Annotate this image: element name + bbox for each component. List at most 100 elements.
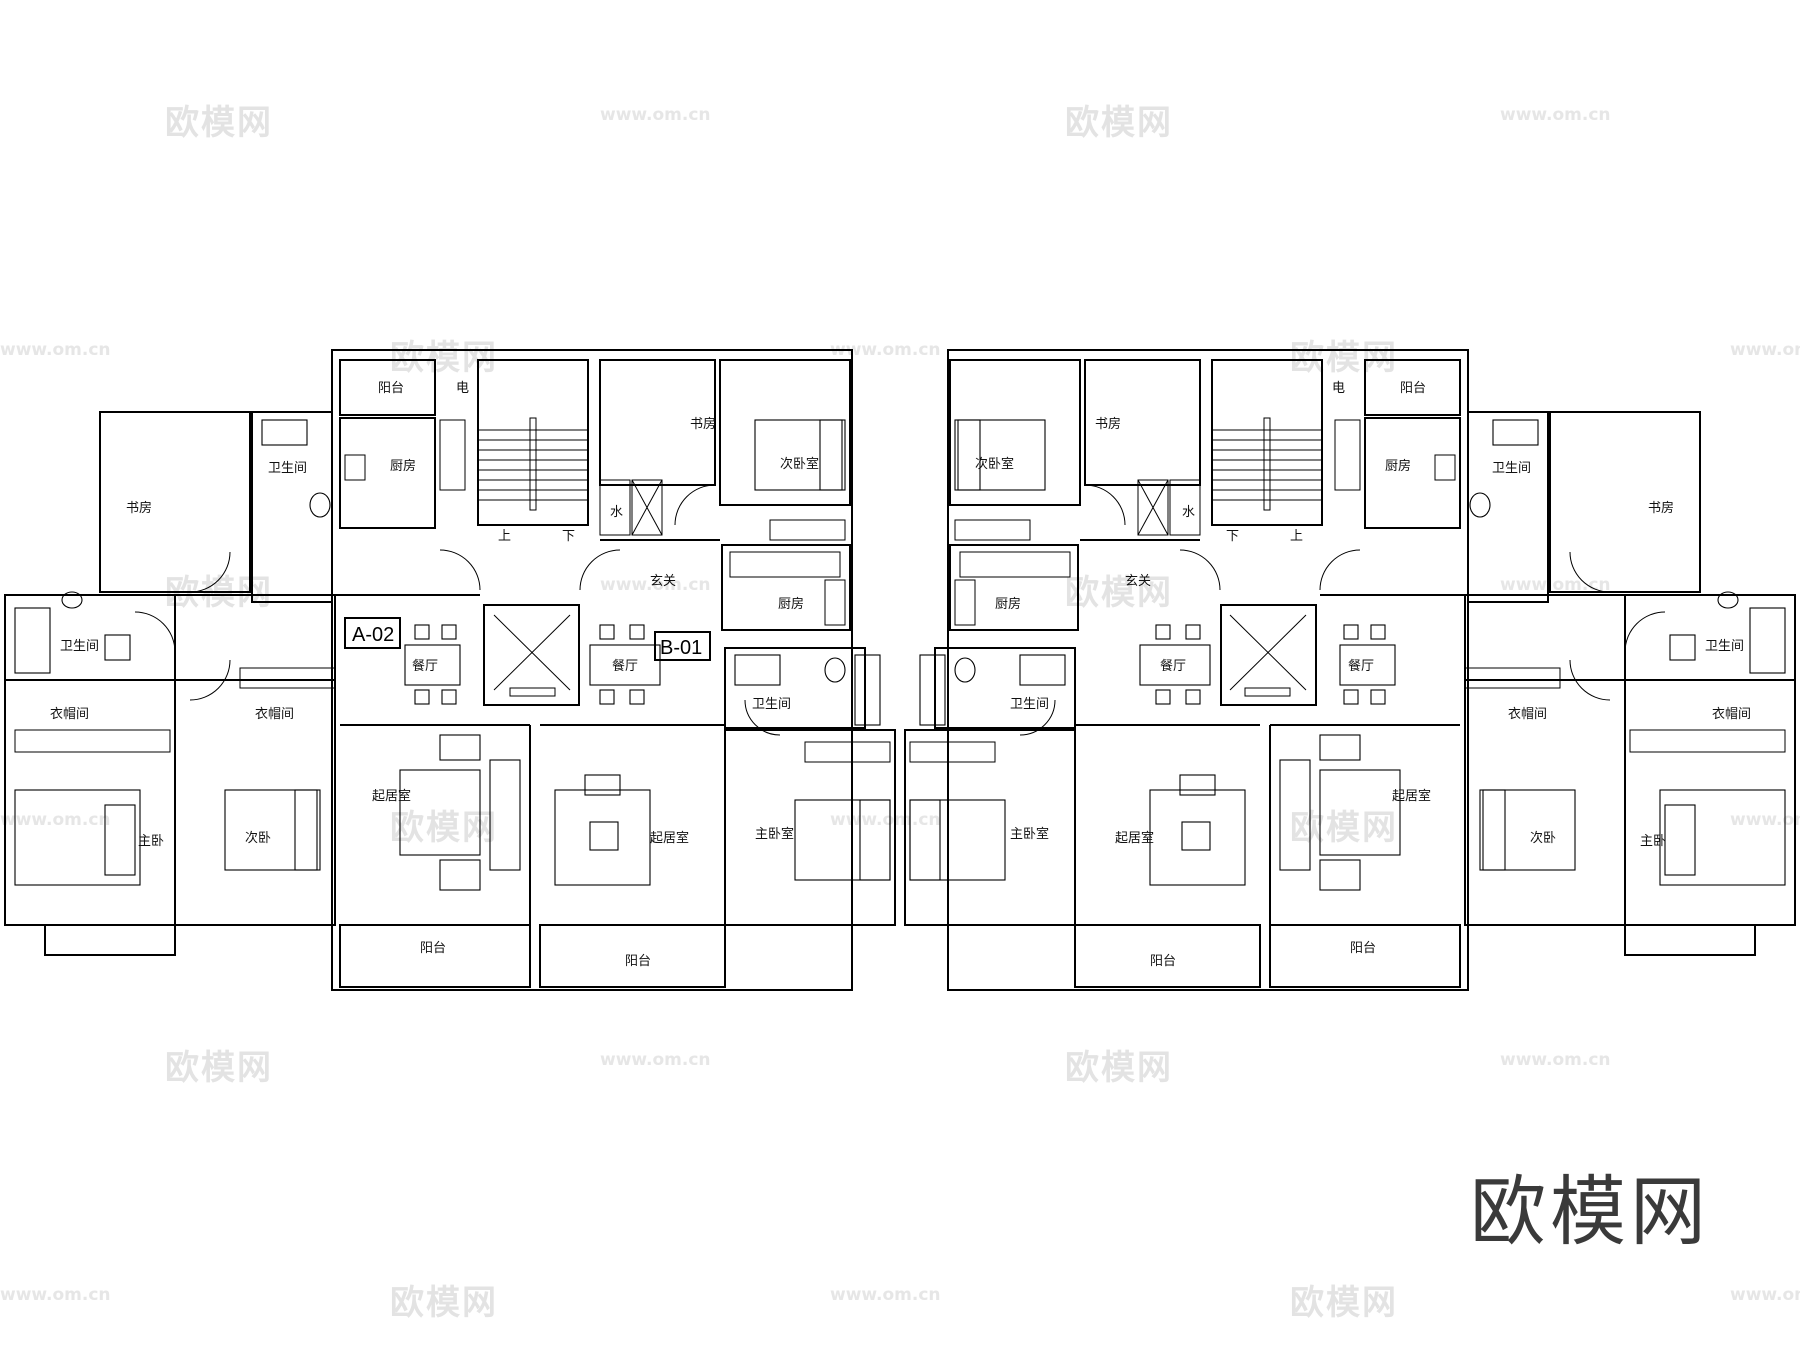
label-bathroom: 卫生间 [752, 697, 791, 712]
label-master-bedroom: 主卧室 [755, 826, 794, 842]
left-master-b [724, 729, 896, 926]
watermark-brand: 欧模网 [1290, 808, 1398, 848]
left-stair [477, 359, 589, 526]
watermark-brand: 欧模网 [1065, 103, 1173, 143]
label-master: 主卧 [1640, 834, 1666, 849]
unit-tag-a02: A-02 [352, 624, 394, 646]
watermark-url: www.om.cn [0, 1285, 111, 1305]
label-kitchen: 厨房 [1385, 458, 1411, 474]
label-balcony: 阳台 [625, 954, 651, 969]
label-balcony: 阳台 [1350, 941, 1376, 956]
label-balcony: 阳台 [420, 941, 446, 956]
label-up: 上 [1290, 529, 1303, 544]
label-kitchen: 厨房 [995, 596, 1021, 612]
left-core-outline [331, 349, 853, 991]
left-dining-tables [404, 624, 661, 705]
left-study-room [99, 411, 251, 593]
label-second-bedroom: 次卧 [245, 830, 271, 846]
label-bathroom: 卫生间 [268, 461, 307, 476]
unit-tag-box-b01 [654, 631, 711, 661]
label-cloakroom: 衣帽间 [1508, 706, 1547, 722]
label-study: 书房 [1095, 416, 1121, 432]
label-bathroom: 卫生间 [1010, 697, 1049, 712]
watermark-brand: 欧模网 [165, 103, 273, 143]
watermark-brand: 欧模网 [390, 1283, 498, 1323]
label-foyer: 玄关 [1125, 574, 1151, 589]
watermark-url: www.om.cn [1500, 1050, 1611, 1070]
watermark-brand: 欧模网 [1290, 338, 1398, 378]
left-study-b [599, 359, 716, 486]
watermark-brand: 欧模网 [1065, 573, 1173, 613]
label-foyer: 玄关 [650, 574, 676, 589]
watermark-url: www.om.cn [1730, 1285, 1800, 1305]
label-living: 起居室 [1115, 830, 1154, 846]
label-down: 下 [562, 529, 575, 544]
left-stair-treads [478, 417, 588, 511]
brand-logo: 欧模网 [1470, 1167, 1710, 1256]
left-balcony-1 [339, 924, 531, 988]
label-second-bedroom: 次卧 [1530, 830, 1556, 846]
left-water-shaft [599, 479, 631, 536]
left-kitchen-a [339, 417, 436, 529]
left-building-half [4, 349, 896, 991]
left-door-swings [134, 484, 781, 736]
label-bathroom: 卫生间 [1705, 639, 1744, 654]
unit-tag-box-a02 [344, 617, 401, 649]
label-water: 水 [1182, 505, 1195, 520]
label-master: 主卧 [138, 834, 164, 849]
label-kitchen: 厨房 [778, 596, 804, 612]
label-electric: 电 [456, 381, 469, 396]
watermark-brand: 欧模网 [1065, 1048, 1173, 1088]
watermark-url: www.om.cn [1500, 105, 1611, 125]
left-bath-a [251, 411, 333, 603]
watermark-url: www.om.cn [600, 1050, 711, 1070]
label-bathroom: 卫生间 [1492, 461, 1531, 476]
left-wardrobe-icons [14, 519, 891, 763]
label-cloakroom: 衣帽间 [50, 706, 89, 722]
label-cloakroom: 衣帽间 [255, 706, 294, 722]
watermark-url: www.om.cn [1500, 575, 1611, 595]
left-bath-b [724, 647, 866, 729]
watermark-url: www.om.cn [600, 105, 711, 125]
label-balcony: 阳台 [1400, 381, 1426, 396]
watermark-url: www.om.cn [600, 575, 711, 595]
label-second-bedroom-room: 次卧室 [975, 456, 1014, 472]
left-kitchen-counters [344, 419, 846, 626]
watermark-url: www.om.cn [1730, 340, 1800, 360]
watermark-url: www.om.cn [1730, 810, 1800, 830]
watermark-url: www.om.cn [830, 340, 941, 360]
label-living: 起居室 [1392, 788, 1431, 804]
label-cloakroom: 衣帽间 [1712, 706, 1751, 722]
watermark-url: www.om.cn [0, 810, 111, 830]
label-living: 起居室 [650, 830, 689, 846]
watermark-url: www.om.cn [830, 1285, 941, 1305]
label-kitchen: 厨房 [390, 458, 416, 474]
label-water: 水 [610, 505, 623, 520]
label-second-bedroom-room: 次卧室 [780, 456, 819, 472]
left-top-balcony [339, 359, 436, 416]
left-balcony-2 [539, 924, 726, 988]
watermark-url: www.om.cn [830, 810, 941, 830]
label-living: 起居室 [372, 788, 411, 804]
watermark-brand: 欧模网 [165, 1048, 273, 1088]
label-dining: 餐厅 [1160, 658, 1186, 674]
left-partitions [5, 539, 726, 925]
label-dining: 餐厅 [612, 658, 638, 674]
left-second-wing [174, 594, 336, 926]
left-bath-fixtures [14, 419, 881, 726]
right-building-half [904, 349, 1796, 991]
left-bed-icons [14, 419, 891, 886]
left-kitchen-b [721, 544, 851, 631]
left-living-furniture [399, 734, 651, 891]
label-up: 上 [498, 529, 511, 544]
label-study: 书房 [690, 416, 716, 432]
left-second-bedroom-b [719, 359, 851, 506]
label-balcony: 阳台 [378, 381, 404, 396]
label-balcony: 阳台 [1150, 954, 1176, 969]
label-dining: 餐厅 [412, 658, 438, 674]
unit-tag-b01: B-01 [660, 637, 702, 659]
label-master-bedroom: 主卧室 [1010, 826, 1049, 842]
label-study: 书房 [1648, 500, 1674, 516]
label-down: 下 [1226, 529, 1239, 544]
